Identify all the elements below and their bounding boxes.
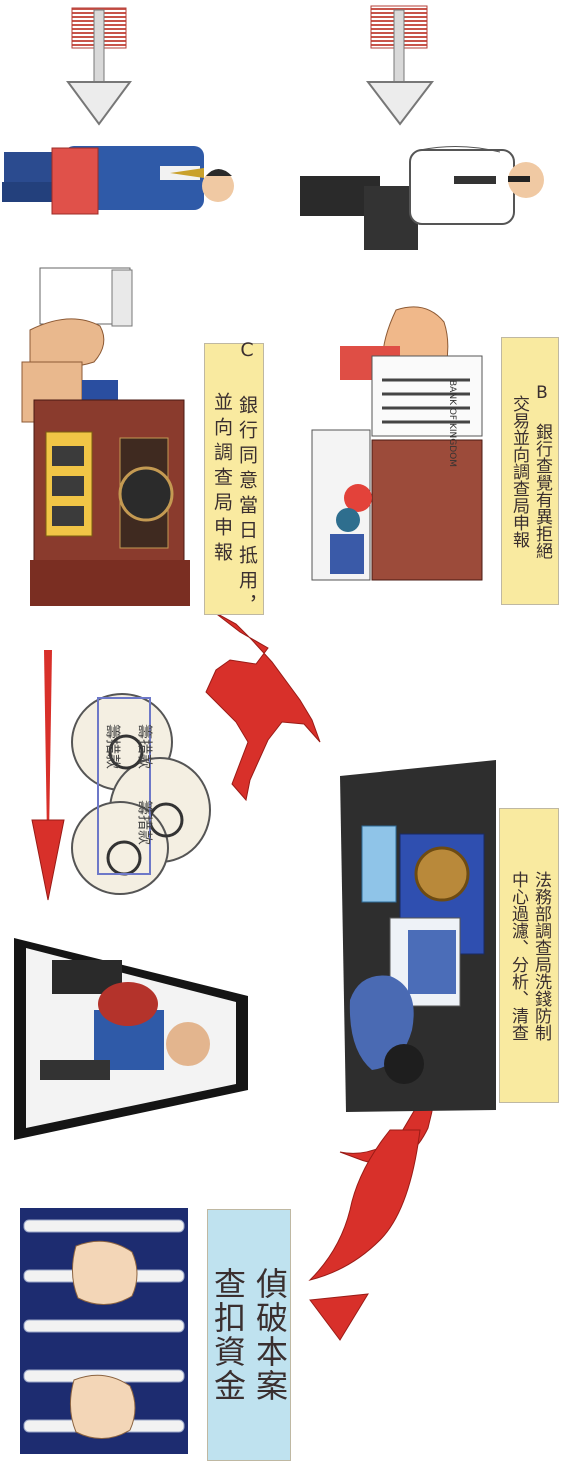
caption-line: 法務部調查局洗錢防制 (531, 870, 551, 1041)
caption-line: C 銀行同意當日抵用， (236, 338, 258, 620)
handshake-bank-illustration (21, 267, 190, 606)
jail-bars-illustration (20, 1208, 188, 1454)
caption-result: 偵破本案 查扣資金 (207, 1209, 291, 1461)
money-bag-label: 籌措款 (136, 724, 154, 769)
caption-line: 中心過濾、分析、清查 (508, 870, 528, 1041)
businessman-figure (2, 146, 234, 215)
red-curved-arrow-icon (308, 1067, 439, 1341)
red-zigzag-arrow-icon (205, 611, 321, 802)
caption-line: B 銀行查覺有異拒絕 (532, 383, 552, 559)
caption-line: 偵破本案 (251, 1267, 289, 1403)
caption-bank-b: B 銀行查覺有異拒絕 交易並向調查局申報 (501, 337, 559, 605)
caption-line: 交易並向調查局申報 (509, 394, 529, 548)
caption-line: 查扣資金 (209, 1267, 247, 1403)
bank-sign: BANK OF KINGDOM (447, 380, 457, 467)
red-down-arrow-icon (31, 650, 65, 901)
man-white-shirt-figure (300, 145, 544, 250)
hand-bank-illustration: BANK OF KINGDOM (311, 306, 483, 581)
spotlight-thief-illustration (14, 938, 248, 1140)
caption-line: 並向調查局申報 (211, 391, 233, 567)
computer-operator-illustration (340, 760, 496, 1112)
down-arrow-left-icon (66, 7, 132, 126)
money-bags-illustration: 籌措款 籌措款 籌措款 (71, 693, 211, 895)
caption-mjib-center: 法務部調查局洗錢防制 中心過濾、分析、清查 (499, 808, 559, 1103)
down-arrow-right-icon (365, 5, 435, 126)
money-bag-label: 籌措款 (104, 724, 122, 769)
money-bag-label: 籌措款 (136, 800, 154, 845)
caption-bank-c: C 銀行同意當日抵用， 並向調查局申報 (204, 339, 264, 620)
